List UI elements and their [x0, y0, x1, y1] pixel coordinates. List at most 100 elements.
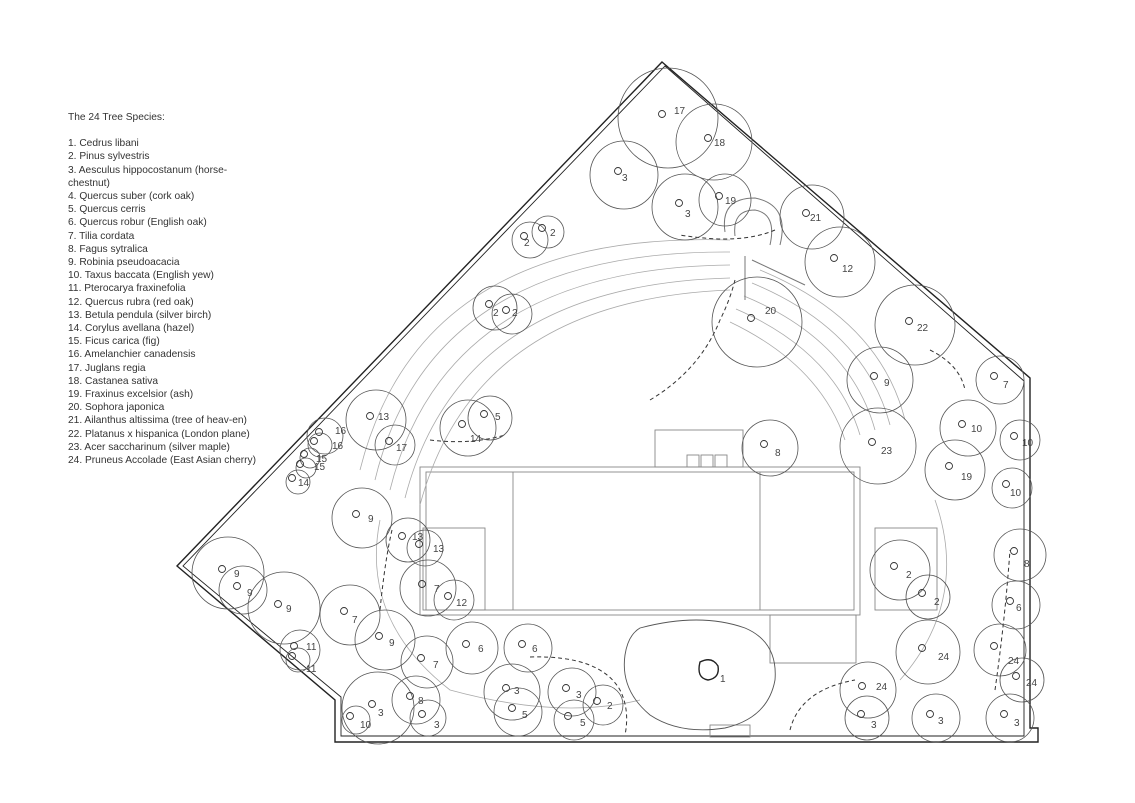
tree-3: 3: [341, 671, 415, 745]
tree-13: 13: [406, 529, 445, 567]
tree-trunk: [444, 592, 452, 600]
tree-trunk: [675, 199, 683, 207]
tree-canopy: [623, 619, 776, 731]
tree-canopy: [924, 439, 986, 501]
path-arrows: [379, 229, 1011, 736]
tree-canopy: [433, 579, 475, 621]
tree-canopy: [651, 173, 719, 241]
tree-8: 8: [741, 419, 799, 477]
tree-canopy: [467, 395, 513, 441]
tree-trunk: [352, 510, 360, 518]
species-item: 13. Betula pendula (silver birch): [68, 309, 212, 321]
tree-trunk: [958, 420, 966, 428]
tree-canopy: [503, 623, 553, 673]
tree-label: 19: [725, 196, 737, 207]
tree-label: 5: [522, 710, 528, 721]
tree-trunk: [926, 710, 934, 718]
tree-trunk: [905, 317, 913, 325]
tree-14: 14: [285, 469, 311, 495]
tree-15: 15: [295, 457, 326, 479]
tree-canopy: [511, 221, 549, 259]
tree-3: 3: [409, 699, 447, 737]
tree-canopy: [391, 675, 441, 725]
tree-trunk: [857, 710, 865, 718]
tree-16: 16: [306, 417, 347, 455]
tree-label: 24: [876, 682, 888, 693]
tree-canopy: [975, 355, 1025, 405]
tree-canopy: [295, 457, 317, 479]
tree-canopy: [589, 140, 659, 210]
tree-label: 10: [1022, 438, 1034, 449]
tree-trunk: [288, 652, 296, 660]
tree-5: 5: [493, 687, 543, 737]
tree-9: 9: [354, 609, 416, 671]
tree-canopy: [319, 584, 381, 646]
tree-label: 3: [938, 716, 944, 727]
tree-label: 3: [378, 708, 384, 719]
tree-17: 17: [617, 67, 719, 169]
species-item: 23. Acer saccharinum (silver maple): [68, 441, 230, 453]
tree-label: 2: [934, 597, 940, 608]
species-item: 16. Amelanchier canadensis: [68, 349, 196, 361]
tree-label: 18: [714, 138, 726, 149]
tree-trunk: [704, 134, 712, 142]
tree-trunk: [760, 440, 768, 448]
tree-canopy: [911, 693, 961, 743]
tree-trunk: [518, 640, 526, 648]
tree-trunk: [418, 710, 426, 718]
tree-label: 3: [514, 686, 520, 697]
tree-label: 16: [335, 426, 347, 437]
tree-24: 24: [839, 661, 897, 719]
tree-canopy: [285, 647, 311, 673]
tree-22: 22: [874, 284, 956, 366]
tree-canopy: [374, 424, 416, 466]
tree-label: 20: [765, 306, 777, 317]
tree-14: 14: [439, 399, 497, 457]
tree-trunk: [480, 410, 488, 418]
tree-2: 2: [472, 285, 518, 331]
tree-2: 2: [869, 539, 931, 601]
species-item: 5. Quercus cerris: [68, 204, 146, 216]
tree-trunk: [406, 692, 414, 700]
tree-label: 11: [306, 642, 317, 653]
tree-trunk: [538, 224, 546, 232]
tree-label: 15: [316, 454, 328, 465]
tree-label: 3: [1014, 718, 1020, 729]
tree-canopy: [354, 609, 416, 671]
tree-trunk: [385, 437, 393, 445]
tree-3: 3: [651, 173, 719, 241]
tree-5: 5: [553, 699, 595, 741]
tree-17: 17: [374, 424, 416, 466]
species-item: 17. Juglans regia: [68, 362, 146, 374]
species-item: 19. Fraxinus excelsior (ash): [68, 389, 194, 401]
species-item: 2. Pinus sylvestris: [68, 151, 150, 163]
tree-20: 20: [711, 276, 803, 368]
tree-trunk: [368, 700, 376, 708]
tree-canopy: [895, 619, 961, 685]
tree-canopy: [874, 284, 956, 366]
tree-trunk: [858, 682, 866, 690]
tree-label: 14: [298, 478, 310, 489]
tree-10: 10: [939, 399, 997, 457]
tree-2: 2: [491, 293, 533, 335]
tree-label: 3: [685, 209, 691, 220]
tree-3: 3: [589, 140, 659, 210]
tree-trunk: [870, 372, 878, 380]
species-item: 18. Castanea sativa: [68, 375, 159, 387]
tree-canopy: [341, 705, 371, 735]
tree-trunk: [485, 300, 493, 308]
tree-canopy: [698, 173, 752, 227]
tree-canopy: [804, 226, 876, 298]
tree-trunk: [310, 437, 318, 445]
tree-label: 16: [332, 441, 344, 452]
tree-6: 6: [445, 621, 499, 675]
tree-11: 11: [279, 629, 321, 671]
tree-label: 24: [1026, 678, 1038, 689]
tree-label: 7: [352, 615, 358, 626]
tree-10: 10: [991, 467, 1033, 509]
tree-label: 22: [917, 323, 929, 334]
tree-24: 24: [973, 623, 1027, 677]
